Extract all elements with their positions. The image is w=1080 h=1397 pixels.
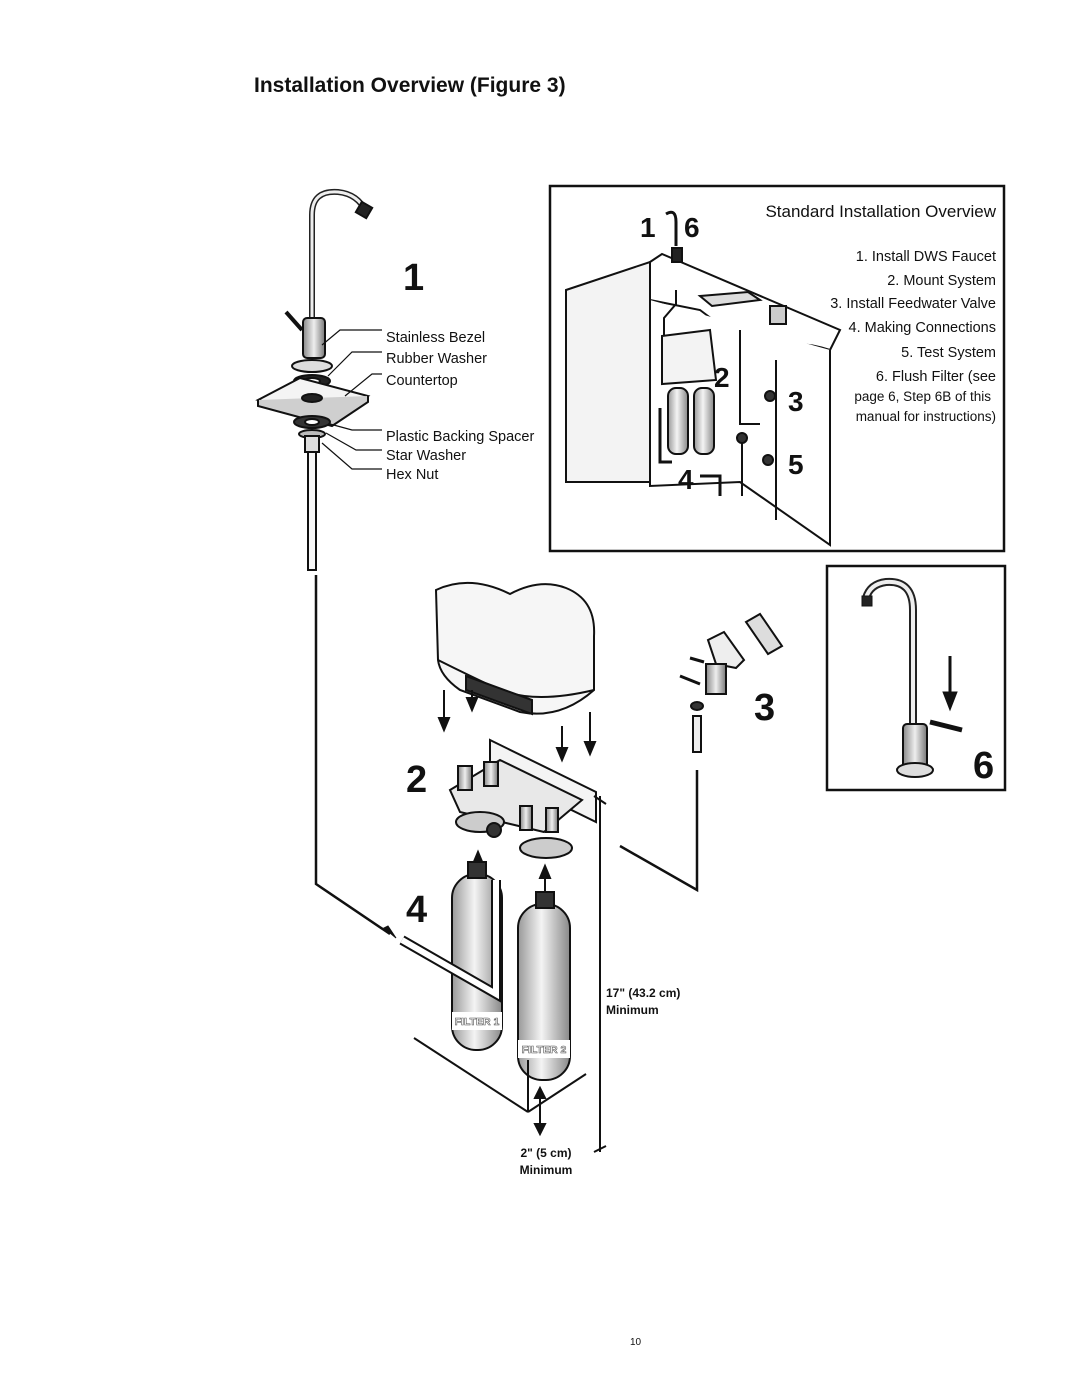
overview-step-6-line2: page 6, Step 6B of this (854, 389, 991, 404)
label-hex-nut: Hex Nut (386, 467, 438, 483)
cabinet-illustration (565, 210, 842, 547)
overview-marker-3: 3 (788, 386, 804, 417)
overview-marker-4: 4 (678, 464, 694, 495)
label-star-washer: Star Washer (386, 448, 466, 464)
step-number-2: 2 (406, 759, 427, 801)
step-number-3: 3 (754, 687, 775, 729)
feedwater-valve (679, 612, 784, 753)
mount-head (434, 581, 596, 716)
filter-1-label: FILTER 1 (455, 1016, 500, 1028)
floor-lines (413, 1037, 587, 1113)
overview-step-1: 1. Install DWS Faucet (856, 249, 996, 265)
filter-cartridges (451, 861, 571, 1081)
overview-step-5: 5. Test System (901, 345, 996, 361)
label-rubber-washer: Rubber Washer (386, 351, 487, 367)
overview-step-4: 4. Making Connections (849, 320, 997, 336)
page-title: Installation Overview (Figure 3) (254, 74, 566, 97)
feedwater-line (619, 770, 699, 893)
overview-marker-1: 1 (640, 212, 656, 243)
step-number-6: 6 (973, 745, 994, 787)
dimension-2in-minimum: Minimum (520, 1163, 573, 1177)
overview-step-2: 2. Mount System (887, 273, 996, 289)
overview-marker-5: 5 (788, 449, 804, 480)
overview-step-6: 6. Flush Filter (see (876, 369, 996, 385)
step-number-1: 1 (403, 257, 424, 299)
flush-box: 6 (825, 564, 1007, 792)
dimension-17in-value: 17" (43.2 cm) (606, 986, 680, 1000)
mount-bracket (448, 738, 597, 859)
overview-step-3: 3. Install Feedwater Valve (830, 296, 996, 312)
tubing (314, 575, 501, 1003)
dimension-17in (593, 795, 607, 1153)
label-countertop: Countertop (386, 373, 458, 389)
page-number: 10 (630, 1337, 642, 1348)
filter-2-label: FILTER 2 (522, 1044, 567, 1056)
overview-title: Standard Installation Overview (765, 202, 996, 221)
faucet-part-labels: Stainless Bezel Rubber Washer Countertop… (386, 330, 534, 483)
label-plastic-backing-spacer: Plastic Backing Spacer (386, 429, 534, 445)
label-stainless-bezel: Stainless Bezel (386, 330, 485, 346)
step-number-4: 4 (406, 889, 427, 931)
mount-arrows (437, 690, 597, 763)
dimension-17in-minimum: Minimum (606, 1003, 659, 1017)
dimension-2in-value: 2" (5 cm) (520, 1146, 571, 1160)
overview-box: Standard Installation Overview 1. Instal… (548, 184, 1006, 553)
overview-marker-6: 6 (684, 212, 700, 243)
faucet-assembly (255, 188, 382, 571)
overview-marker-2: 2 (714, 362, 730, 393)
dimension-2in (533, 1085, 547, 1137)
overview-step-6-line3: manual for instructions) (856, 409, 996, 424)
